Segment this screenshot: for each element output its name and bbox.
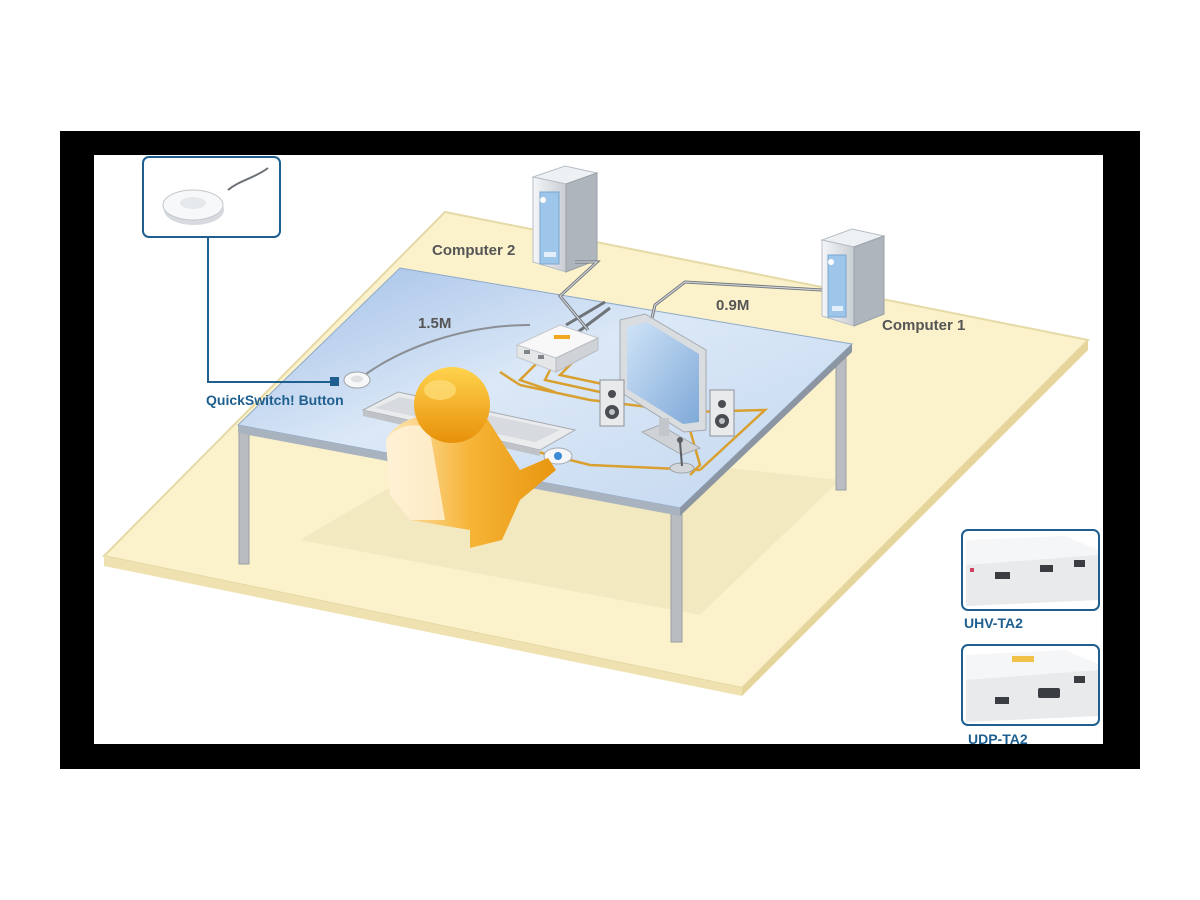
speaker-icon — [599, 379, 625, 427]
quickswitch-button-icon — [343, 371, 371, 389]
mouse-icon — [543, 447, 573, 465]
cable-length-long-label: 1.5M — [418, 315, 451, 332]
callout-line — [207, 237, 332, 383]
monitor-icon — [619, 313, 707, 456]
diagram-panel: Computer 2 Computer 1 0.9M 1.5M QuickSwi… — [94, 155, 1103, 744]
uhv-ta2-product-box — [961, 529, 1100, 611]
microphone-icon — [669, 437, 695, 474]
kvm-setup-diagram: Computer 2 Computer 1 0.9M 1.5M QuickSwi… — [101, 156, 1100, 744]
callout-anchor — [330, 377, 339, 386]
quickswitch-cable — [365, 324, 531, 375]
floor-edge-right — [742, 340, 1088, 696]
model-udp-ta2-label: UDP-TA2 — [968, 731, 1028, 744]
computer-1-label: Computer 1 — [882, 317, 965, 334]
computer-1-tower — [820, 228, 886, 327]
model-uhv-ta2-label: UHV-TA2 — [964, 615, 1023, 631]
speaker-icon — [709, 389, 735, 437]
quickswitch-label: QuickSwitch! Button — [206, 392, 344, 408]
computer-2-label: Computer 2 — [432, 242, 515, 259]
floor-edge — [104, 556, 742, 696]
udp-ta2-product-box — [961, 644, 1100, 726]
quickswitch-callout — [142, 156, 281, 238]
cable-length-short-label: 0.9M — [716, 297, 749, 314]
computer-2-tower — [531, 165, 599, 273]
table-top-edge-right — [680, 344, 852, 516]
kvm-switch-icon — [515, 324, 600, 373]
person-icon — [386, 367, 556, 548]
